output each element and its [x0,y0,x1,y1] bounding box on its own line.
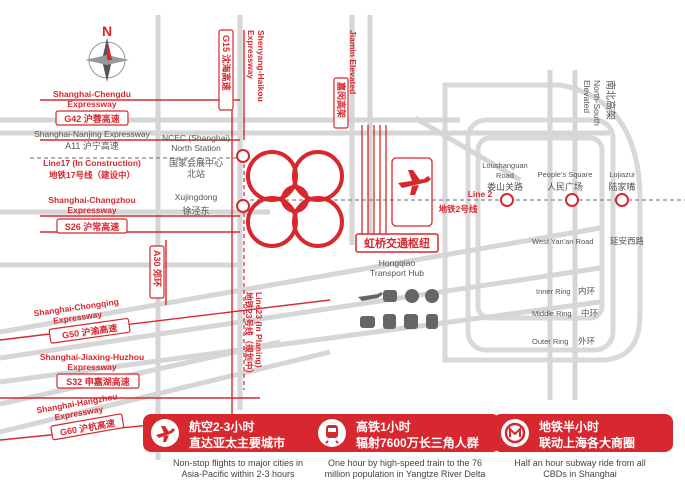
feature-subtitle-air: 直达亚太主要城市 [189,436,286,450]
feature-title-metro: 地铁半小时 [539,420,600,434]
jiamin-label: Jiamin Elevated 嘉闵高架 [333,30,358,129]
svg-text:Expressway: Expressway [246,30,256,79]
xujingdong-label: Xujingdong 徐泾东 [175,192,218,216]
svg-text:North-South: North-South [592,80,602,126]
g15-label: G15 沈海高速 Shenyang-Haikou Expressway [218,29,266,111]
g50-label: Shanghai-Chongqing Expressway G50 沪渝高速 [33,296,131,344]
svg-text:人民广场: 人民广场 [547,181,583,192]
svg-text:Line 2: Line 2 [468,189,493,199]
svg-text:娄山关路: 娄山关路 [487,181,523,192]
s32-label: Shanghai-Jiaxing-Huzhou Expressway S32 申… [40,352,144,389]
svg-text:地铁23号线（规划中）: 地铁23号线（规划中） [244,292,254,378]
line17-label: Line17 (In Construction) 地铁17号线（建设中） [43,158,141,180]
svg-text:地铁17号线（建设中）: 地铁17号线（建设中） [49,170,135,180]
feature-card-air: 航空2-3小时 直达亚太主要城市 [143,414,333,452]
svg-text:Elevated: Elevated [582,80,592,113]
svg-text:Line23 (In Planing): Line23 (In Planing) [254,292,264,368]
svg-text:嘉闵高架: 嘉闵高架 [336,81,347,118]
svg-text:Loushanguan: Loushanguan [482,161,527,170]
ncec-station-label: NCEC (Shanghai) North Station 国家会展中心 北站 [162,133,230,179]
hub-airplane-icon [398,170,431,195]
svg-text:Expressway: Expressway [67,362,116,372]
north-south-elevated-label: North-South Elevated 南北高架 [582,80,617,126]
loushanguan-label: Loushanguan Road 娄山关路 [482,161,527,192]
svg-text:虹桥交通枢纽: 虹桥交通枢纽 [364,236,430,250]
svg-text:S32 申嘉湖高速: S32 申嘉湖高速 [66,376,130,387]
svg-text:Inner Ring: Inner Ring [536,287,571,296]
svg-text:Shanghai-Nanjing Expressway: Shanghai-Nanjing Expressway [34,129,151,139]
svg-text:West Yan'an Road: West Yan'an Road [532,237,593,246]
peoples-square-label: People's Square 人民广场 [538,170,593,192]
svg-text:Xujingdong: Xujingdong [175,192,218,202]
metro-icon [501,419,529,447]
a30-label: A30 郊环 [149,245,165,299]
svg-text:北站: 北站 [187,168,205,179]
svg-text:Shanghai-Changzhou: Shanghai-Changzhou [48,195,135,205]
svg-text:Expressway: Expressway [67,205,116,215]
hub-label: 虹桥交通枢纽 Hongqiao Transport Hub [355,233,439,278]
svg-text:People's Square: People's Square [538,170,593,179]
line2-label: Line 2 地铁2号线 [439,189,493,214]
svg-text:Shanghai-Chengdu: Shanghai-Chengdu [53,89,131,99]
ncec-clover-building [246,150,344,248]
svg-text:徐泾东: 徐泾东 [182,205,209,216]
feature-title-rail: 高铁1小时 [356,420,411,434]
feature-card-rail: 高铁1小时 辐射7600万长三角人群 [310,414,500,452]
svg-text:Shanghai-Jiaxing-Huzhou: Shanghai-Jiaxing-Huzhou [40,352,144,362]
a11-label: Shanghai-Nanjing Expressway A11 沪宁高速 [34,129,151,151]
g42-label: Shanghai-Chengdu Expressway G42 沪蓉高速 [53,89,131,126]
line23-label: Line23 (In Planing) 地铁23号线（规划中） [244,292,264,378]
svg-text:延安西路: 延安西路 [610,236,645,246]
train-icon [318,419,346,447]
svg-text:Middle Ring: Middle Ring [532,309,572,318]
svg-text:Transport Hub: Transport Hub [370,268,424,278]
svg-text:A30 郊环: A30 郊环 [152,250,163,287]
svg-text:Lujiazui: Lujiazui [609,170,635,179]
svg-text:南北高架: 南北高架 [604,80,617,120]
transport-mode-icons [358,289,439,329]
compass-north-label: N [102,23,112,39]
ring-roads [442,82,643,363]
svg-text:Jiamin Elevated: Jiamin Elevated [348,30,358,94]
svg-text:Shenyang-Haikou: Shenyang-Haikou [256,30,266,102]
svg-text:Expressway: Expressway [67,99,116,109]
airplane-icon [151,419,179,447]
svg-text:G15 沈海高速: G15 沈海高速 [221,35,232,91]
svg-text:Outer Ring: Outer Ring [532,337,568,346]
hub-tracks [361,125,387,235]
north-compass-icon: N [85,23,129,82]
hub-terminal [391,157,433,227]
svg-text:地铁2号线: 地铁2号线 [439,204,478,214]
feature-subtitle-rail: 辐射7600万长三角人群 [356,436,479,450]
svg-text:陆家嘴: 陆家嘴 [608,181,635,192]
svg-text:S26 沪常高速: S26 沪常高速 [65,221,120,232]
svg-text:外环: 外环 [578,336,596,346]
feature-subtitle-metro: 联动上海各大商圈 [539,436,636,450]
metro-station-markers [236,149,629,213]
svg-text:中环: 中环 [581,308,599,318]
ring-road-labels: West Yan'an Road 延安西路 Inner Ring 内环 Midd… [532,236,645,346]
feature-title-air: 航空2-3小时 [189,420,255,434]
svg-text:Hongqiao: Hongqiao [379,258,416,268]
svg-text:Line17 (In Construction): Line17 (In Construction) [43,158,141,168]
lujiazui-label: Lujiazui 陆家嘴 [608,170,635,192]
s26-label: Shanghai-Changzhou Expressway S26 沪常高速 [48,195,136,234]
svg-text:国家会展中心: 国家会展中心 [169,157,223,168]
red-roads [0,30,331,441]
svg-text:Road: Road [496,171,514,180]
grey-roads [0,15,610,460]
svg-text:North Station: North Station [171,143,221,153]
svg-text:NCEC (Shanghai): NCEC (Shanghai) [162,133,230,143]
svg-text:A11 沪宁高速: A11 沪宁高速 [65,140,119,151]
feature-card-metro: 地铁半小时 联动上海各大商圈 [493,414,673,452]
svg-text:G42 沪蓉高速: G42 沪蓉高速 [64,113,120,124]
svg-text:内环: 内环 [578,286,596,296]
